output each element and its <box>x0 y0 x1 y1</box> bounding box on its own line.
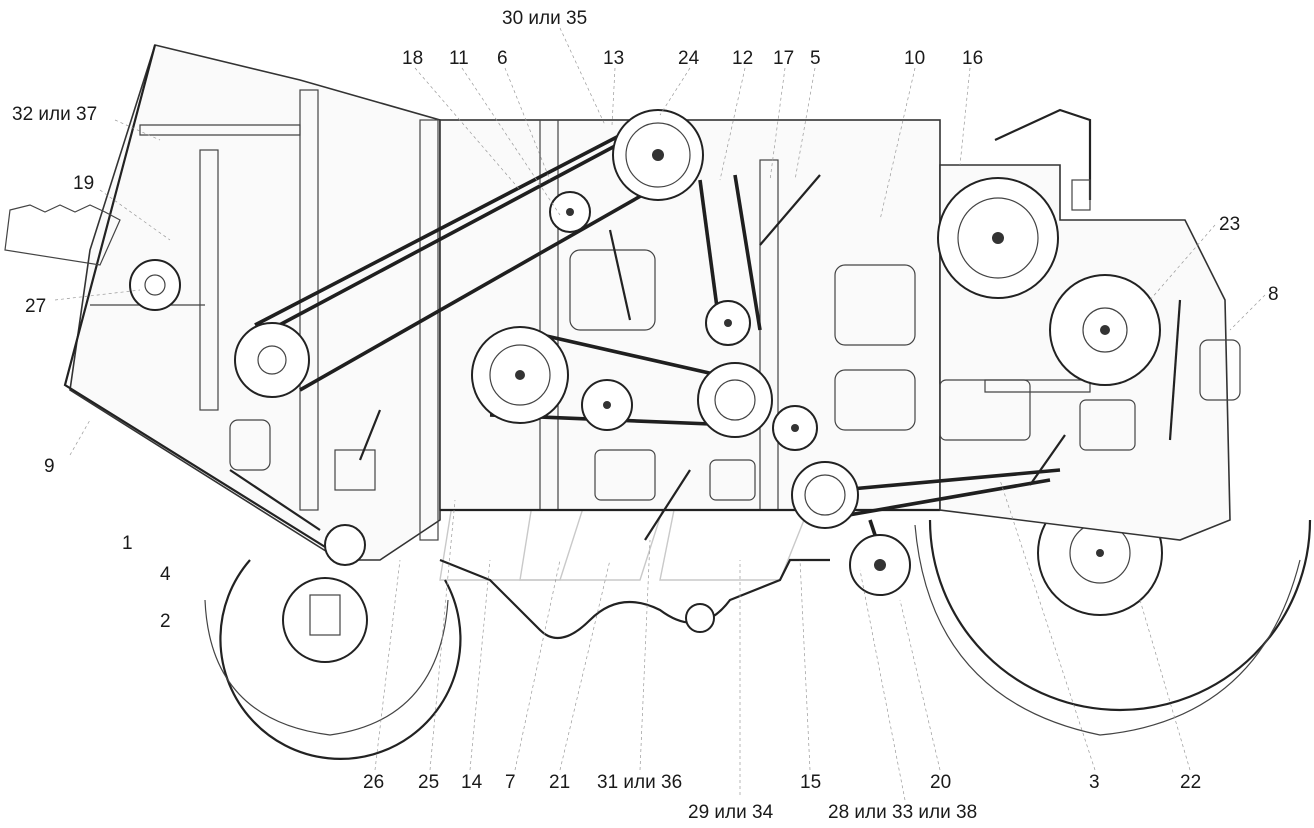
chassis-outline <box>439 558 830 640</box>
callout-1: 1 <box>122 533 133 554</box>
callout-26: 26 <box>363 772 384 793</box>
callout-31-or-36: 31 или 36 <box>597 772 682 793</box>
support-roller <box>685 603 715 633</box>
callout-14: 14 <box>461 772 483 793</box>
callout-9: 9 <box>44 456 55 477</box>
leader-lines <box>54 27 1266 801</box>
pickup-housing <box>4 44 441 561</box>
callout-30-or-35: 30 или 35 <box>502 8 587 29</box>
callout-27: 27 <box>25 296 46 317</box>
callout-5: 5 <box>810 48 821 69</box>
callout-22: 22 <box>1180 772 1201 793</box>
front-wheel <box>204 559 462 760</box>
callout-16: 16 <box>962 48 983 69</box>
tensioner-arms <box>229 174 1182 541</box>
callout-20: 20 <box>930 772 951 793</box>
callout-4: 4 <box>160 564 171 585</box>
callout-17: 17 <box>773 48 794 69</box>
callout-11: 11 <box>449 48 469 69</box>
callout-8: 8 <box>1268 284 1279 305</box>
callout-6: 6 <box>497 48 508 69</box>
callout-32-or-37: 32 или 37 <box>12 104 97 125</box>
callout-21: 21 <box>549 772 570 793</box>
callout-15: 15 <box>800 772 821 793</box>
callout-25: 25 <box>418 772 439 793</box>
callout-7: 7 <box>505 772 516 793</box>
callout-28-or-33-or-38: 28 или 33 или 38 <box>828 802 977 823</box>
callout-23: 23 <box>1219 214 1240 235</box>
callout-18: 18 <box>402 48 423 69</box>
callout-29-or-34: 29 или 34 <box>688 802 774 823</box>
pulleys <box>234 109 1059 596</box>
callout-2: 2 <box>160 611 171 632</box>
callout-labels: 30 или 35 18 11 6 13 24 12 17 5 10 16 32… <box>12 8 1279 823</box>
callout-12-top: 12 <box>732 48 753 69</box>
callout-13: 13 <box>603 48 624 69</box>
callout-3: 3 <box>1089 772 1100 793</box>
callout-24: 24 <box>678 48 700 69</box>
callout-10: 10 <box>904 48 925 69</box>
callout-19: 19 <box>73 173 94 194</box>
